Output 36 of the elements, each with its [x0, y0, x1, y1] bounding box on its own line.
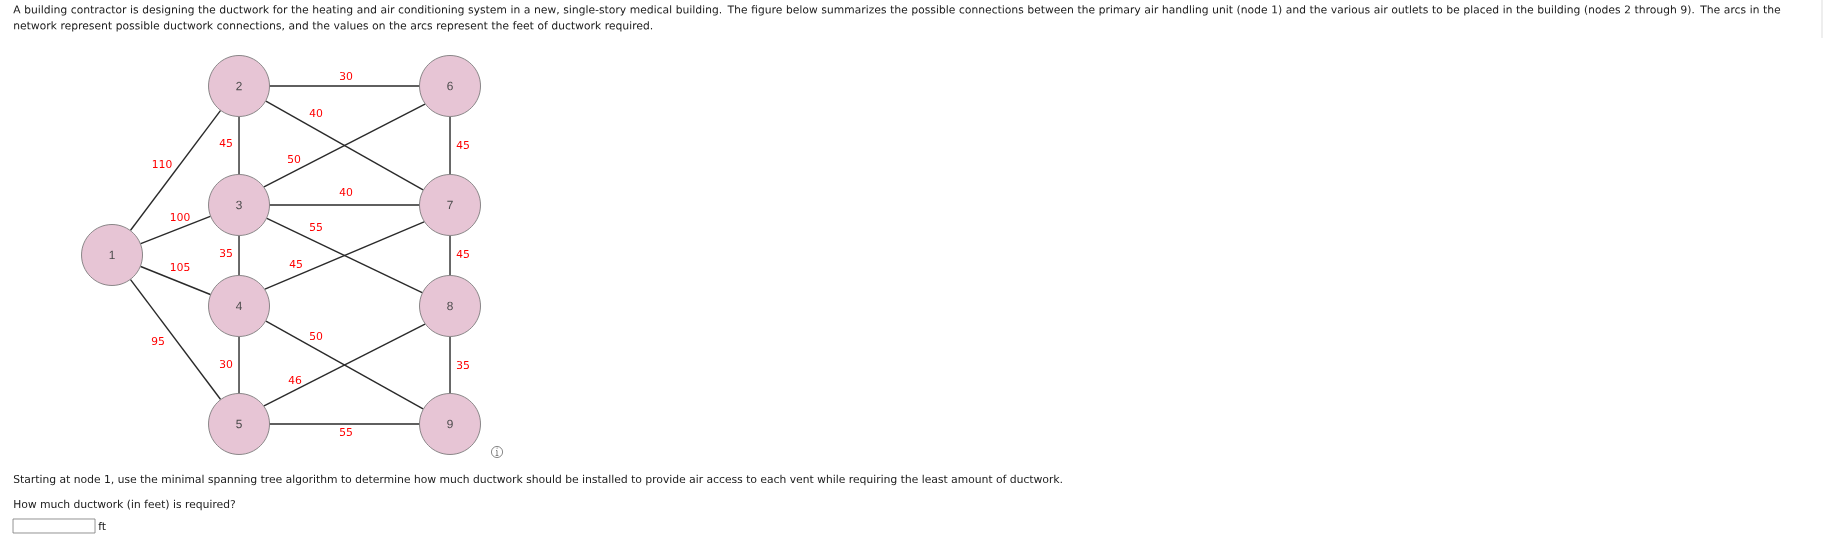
edge-line: [129, 279, 222, 400]
edge-label: 95: [150, 335, 166, 347]
edge-line: [269, 85, 420, 87]
edge-line: [449, 116, 451, 175]
edge-line: [129, 110, 222, 231]
edge-label: 50: [286, 153, 302, 165]
question-text: A building contractor is designing the ductwork for the heating and air conditioning system in a new, single-story medical building. The figure below summarizes the possible connections between the primary air handling unit (node 1) and the various air outlets to be placed in the building (nodes 2 through 9). The arcs in the network represent possible ductwork connections, and the values on the arcs represent the feet of ductwork required.: [13, 5, 1781, 32]
edge-label: 40: [308, 107, 324, 119]
edge-label: 35: [455, 359, 471, 371]
unit-text: ft: [98, 521, 106, 531]
edge-label: 100: [168, 211, 192, 223]
edge-label: 45: [288, 259, 304, 269]
edge-line: [269, 423, 420, 425]
edge-line: [269, 204, 420, 206]
edge-line: [238, 336, 240, 394]
edge-line: [238, 116, 240, 175]
edge-line: [140, 215, 211, 245]
question-text: How much ductwork (in feet) is required?: [14, 499, 235, 511]
edge-label: 50: [308, 330, 324, 342]
edge-label: 110: [150, 158, 174, 170]
edge-label: 55: [338, 427, 354, 437]
edge-line: [238, 235, 240, 276]
edge-line: [449, 336, 451, 394]
edge-label: 55: [308, 222, 324, 232]
edge-label: 40: [338, 186, 354, 198]
edge-label: 45: [455, 140, 471, 150]
edge-label: 30: [338, 70, 354, 82]
edge-label: 45: [218, 138, 234, 148]
edge-line: [140, 265, 212, 296]
edge-label: 45: [455, 249, 471, 259]
question-text: Starting at node 1, use the minimal spanning tree algorithm to determine how much ductwork should be installed to provide air access to each vent while requiring the least amount of ductwork.: [13, 474, 1062, 486]
edge-label: 35: [218, 247, 234, 259]
edge-label: 46: [287, 374, 303, 386]
edge-line: [449, 235, 451, 276]
edge-label: 30: [218, 358, 234, 370]
edge-label: 105: [168, 261, 192, 273]
